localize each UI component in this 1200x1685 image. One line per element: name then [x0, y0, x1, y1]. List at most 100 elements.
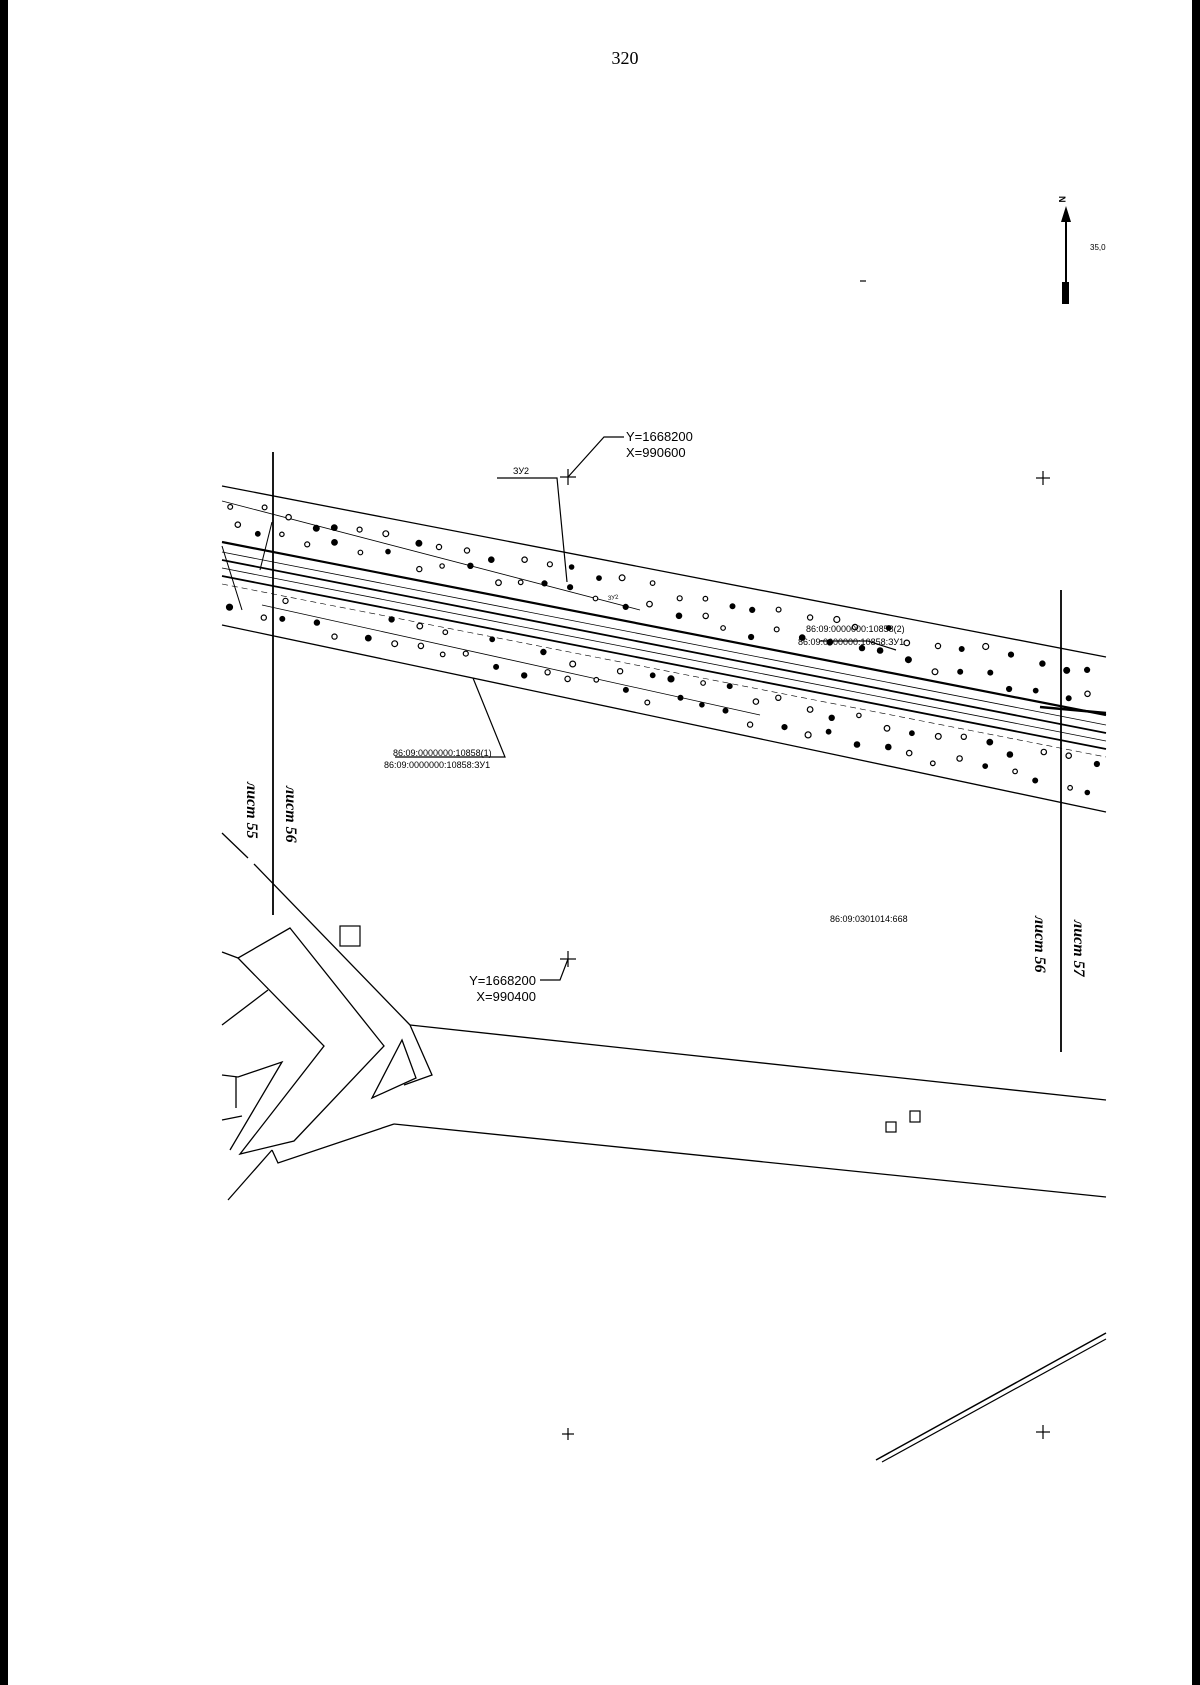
tree-symbol: [1007, 651, 1015, 658]
tree-symbol: [649, 580, 656, 586]
page-number: 320: [612, 48, 639, 68]
tree-symbol: [934, 732, 942, 740]
tree-symbol: [798, 634, 806, 641]
tree-symbol: [956, 755, 963, 762]
sheet-label-56-right: лист 56: [1031, 915, 1048, 973]
tree-symbol: [254, 530, 261, 537]
tree-symbol: [699, 701, 705, 708]
tree-symbol: [495, 579, 502, 587]
tree-symbol: [833, 615, 841, 624]
tree-symbol: [622, 686, 629, 693]
left-frame-strip: [0, 0, 8, 1685]
tree-symbol: [616, 668, 624, 675]
tree-symbol: [541, 580, 548, 587]
tree-symbol: [1040, 748, 1048, 756]
tree-symbol: [781, 723, 788, 731]
sheet-label-56-left: лист 56: [282, 785, 299, 843]
tree-symbol: [357, 549, 364, 556]
tree-symbol: [225, 603, 234, 611]
tree-symbol: [331, 633, 338, 640]
tree-symbol: [828, 714, 835, 722]
tree-symbol: [593, 676, 600, 683]
tree-symbol: [462, 650, 469, 657]
tree-symbol: [622, 603, 629, 611]
tree-symbol: [987, 669, 994, 676]
tree-symbol: [521, 672, 528, 679]
north-arrow-icon: N 35,0: [1057, 196, 1106, 304]
tree-symbol: [773, 626, 780, 633]
tree-symbol: [388, 616, 395, 623]
tree-symbol: [364, 634, 372, 642]
diagonal-utility-line: [875, 1332, 1107, 1463]
tree-symbol: [934, 642, 942, 650]
tree-symbol: [885, 625, 892, 631]
tree-symbol: [752, 698, 760, 705]
tree-symbol: [1006, 751, 1014, 758]
coord-bottom-x: X=990400: [476, 989, 536, 1004]
tree-symbol: [417, 642, 425, 650]
coord-top-x: X=990600: [626, 445, 686, 460]
tree-symbol: [463, 547, 471, 554]
tree-symbol: [415, 539, 423, 547]
tree-symbol: [385, 548, 391, 555]
tree-symbol: [676, 595, 683, 602]
tree-symbol: [960, 733, 968, 741]
tree-symbol: [982, 763, 989, 769]
tree-symbol: [804, 731, 812, 739]
tree-symbol: [493, 663, 500, 670]
tree-symbol: [279, 615, 286, 622]
tree-symbol: [884, 743, 892, 751]
north-arrow-angle: 35,0: [1090, 243, 1106, 252]
tree-symbol: [568, 564, 575, 570]
tree-symbol: [806, 706, 814, 713]
tree-symbol: [929, 760, 936, 767]
tree-symbol: [618, 574, 626, 582]
tree-symbol: [356, 526, 363, 533]
tree-symbol: [1093, 760, 1101, 768]
tree-symbol: [382, 530, 390, 538]
tree-symbol: [1084, 789, 1091, 796]
tree-symbol: [825, 728, 832, 735]
tree-symbol: [909, 730, 915, 737]
tree-symbol: [1084, 690, 1091, 698]
parcel-label-left-1: 86:09:0000000:10858(1): [393, 748, 492, 758]
tree-symbol: [391, 640, 399, 648]
tree-symbol: [1065, 752, 1073, 760]
tree-symbol: [702, 595, 709, 602]
road-corridor: [221, 485, 1107, 813]
tree-symbol: [261, 504, 268, 511]
tree-symbol: [806, 614, 814, 621]
tree-symbol: [435, 543, 443, 551]
tree-symbol: [234, 521, 242, 529]
tree-symbol: [903, 639, 911, 647]
tree-symbol: [649, 672, 656, 679]
tree-symbol: [279, 531, 285, 538]
tree-symbol: [853, 741, 861, 748]
zone-label-zu2: ЗУ2: [513, 466, 529, 476]
tree-symbol: [1032, 777, 1039, 784]
zone-label-zu2-small: ЗУ2: [607, 594, 619, 602]
tree-symbol: [957, 668, 964, 675]
tree-symbol: [905, 749, 913, 757]
label-leaders: [395, 477, 897, 758]
tree-symbol: [700, 680, 706, 686]
lower-road: [221, 832, 1107, 1201]
tree-symbol: [746, 721, 754, 728]
tree-symbol: [227, 503, 234, 510]
tree-symbol: [540, 648, 547, 656]
cadastral-block-label: 86:09:0301014:668: [830, 914, 908, 924]
tree-symbol: [677, 694, 684, 701]
tree-symbol: [851, 623, 859, 631]
tree-symbol: [982, 642, 990, 651]
tree-symbol: [775, 694, 782, 702]
tree-symbol: [958, 645, 965, 652]
north-arrow-label: N: [1057, 196, 1067, 203]
tree-symbol: [931, 668, 939, 676]
tree-symbol: [722, 707, 729, 714]
tree-symbol: [729, 603, 736, 610]
tree-symbol: [702, 612, 710, 620]
tree-symbol: [489, 636, 496, 643]
grid-crosses: [562, 280, 1050, 1440]
tree-symbol: [1039, 660, 1046, 667]
